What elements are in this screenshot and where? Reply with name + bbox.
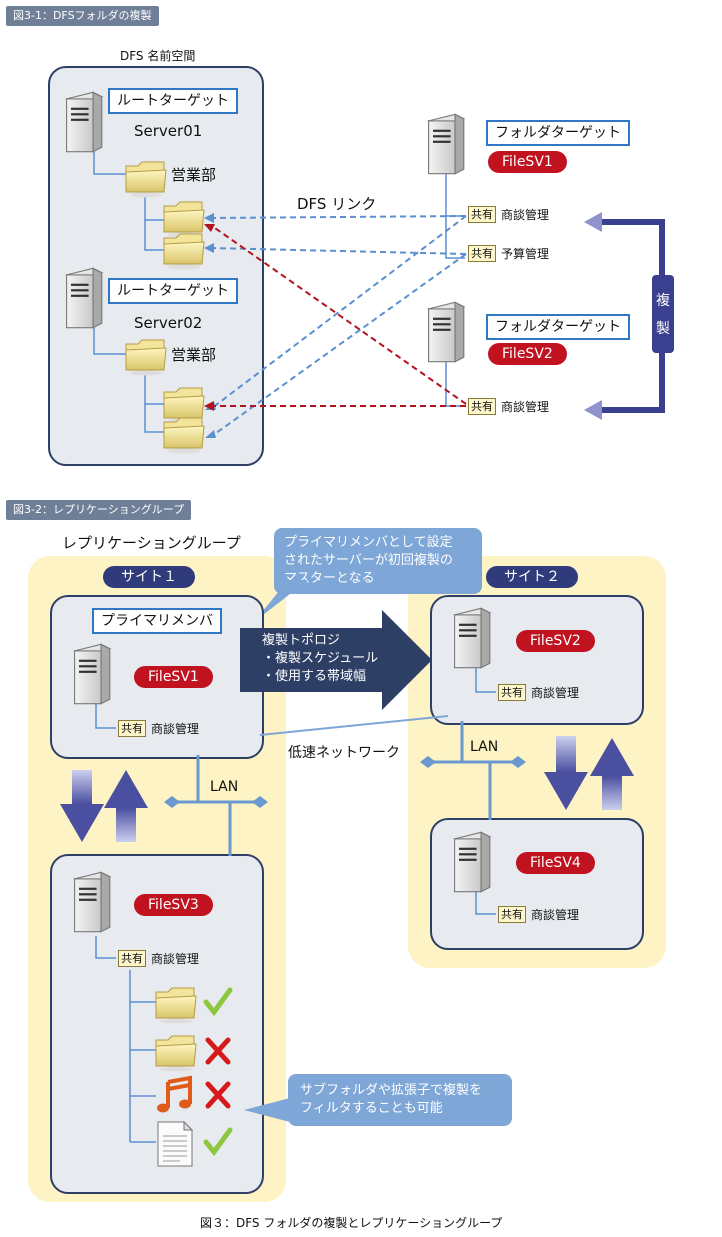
- dept-label-2: 営業部: [171, 346, 217, 364]
- site1-tag: サイト１: [103, 566, 195, 588]
- share-badge: 共有: [118, 720, 146, 737]
- primary-callout: プライマリメンバとして設定 されたサーバーが初回複製の マスターとなる: [274, 528, 482, 594]
- fig2-filesv3-server-icon: [68, 870, 112, 934]
- lan-label-site2: LAN: [470, 739, 499, 755]
- folder-target-label-2: フォルダターゲット: [486, 314, 630, 340]
- fig2-filesv1-server-icon: [68, 642, 112, 706]
- music-file-icon: [157, 1075, 192, 1113]
- share-name: 予算管理: [501, 247, 550, 261]
- server02-name: Server02: [134, 314, 203, 332]
- primary-callout-tail: [254, 580, 308, 622]
- fig2-filesv2-pill: FileSV2: [516, 630, 595, 652]
- dept-label-1: 営業部: [171, 166, 217, 184]
- share-name: 商談管理: [531, 686, 580, 700]
- fig1-tag: 図3-1：DFSフォルダの複製: [6, 6, 159, 26]
- share-name: 商談管理: [501, 400, 550, 414]
- fig2-tag: 図3-2：レプリケーショングループ: [6, 500, 192, 520]
- folder-target-label-1: フォルダターゲット: [486, 120, 630, 146]
- document-file-icon: [157, 1120, 194, 1167]
- share-name: 商談管理: [151, 722, 200, 736]
- share-badge: 共有: [468, 206, 496, 223]
- fig2-filesv3-pill: FileSV3: [134, 894, 213, 916]
- topology-arrow-text: 複製トポロジ ・複製スケジュール ・使用する帯域幅: [262, 633, 379, 684]
- site2-tag: サイト２: [486, 566, 578, 588]
- subfolder-icon-blocked: [154, 1032, 198, 1072]
- share-badge: 共有: [468, 398, 496, 415]
- share-badge: 共有: [498, 906, 526, 923]
- fig2-share-filesv3: 共有 商談管理: [118, 950, 199, 967]
- fig2-share-filesv4: 共有 商談管理: [498, 906, 579, 923]
- dfs-link-label: DFS リンク: [297, 195, 377, 213]
- fig1-connectors: [93, 150, 674, 438]
- share-yosan-1: 共有 予算管理: [468, 245, 549, 262]
- root-target-label-2: ルートターゲット: [108, 278, 238, 304]
- subfolder-icon-allowed: [154, 984, 198, 1024]
- group-title: レプリケーショングループ: [62, 534, 241, 552]
- fig2-filesv2-server-icon: [448, 606, 492, 670]
- share-shodan-1: 共有 商談管理: [468, 206, 549, 223]
- filter-callout: サブフォルダや拡張子で複製を フィルタすることも可能: [288, 1074, 512, 1126]
- share-badge: 共有: [118, 950, 146, 967]
- fig2-filesv4-server-icon: [448, 830, 492, 894]
- fig2-filesv1-pill: FileSV1: [134, 666, 213, 688]
- share-shodan-2: 共有 商談管理: [468, 398, 549, 415]
- fig2-share-filesv2: 共有 商談管理: [498, 684, 579, 701]
- root-target-label-1: ルートターゲット: [108, 88, 238, 114]
- namespace-label: DFS 名前空間: [120, 49, 196, 63]
- slow-network-label: 低速ネットワーク: [288, 745, 400, 761]
- share-name: 商談管理: [531, 908, 580, 922]
- fig2-filesv4-pill: FileSV4: [516, 852, 595, 874]
- share-name: 商談管理: [501, 208, 550, 222]
- replication-label: 複製: [656, 293, 670, 337]
- filesv1-pill: FileSV1: [488, 151, 567, 173]
- server01-name: Server01: [134, 122, 203, 140]
- lan-label-site1: LAN: [210, 779, 239, 795]
- primary-member-label: プライマリメンバ: [92, 608, 222, 634]
- filesv2-pill: FileSV2: [488, 343, 567, 365]
- figure-caption: 図３：DFS フォルダの複製とレプリケーショングループ: [200, 1216, 503, 1230]
- share-name: 商談管理: [151, 952, 200, 966]
- fig2-share-filesv1: 共有 商談管理: [118, 720, 199, 737]
- share-badge: 共有: [468, 245, 496, 262]
- share-badge: 共有: [498, 684, 526, 701]
